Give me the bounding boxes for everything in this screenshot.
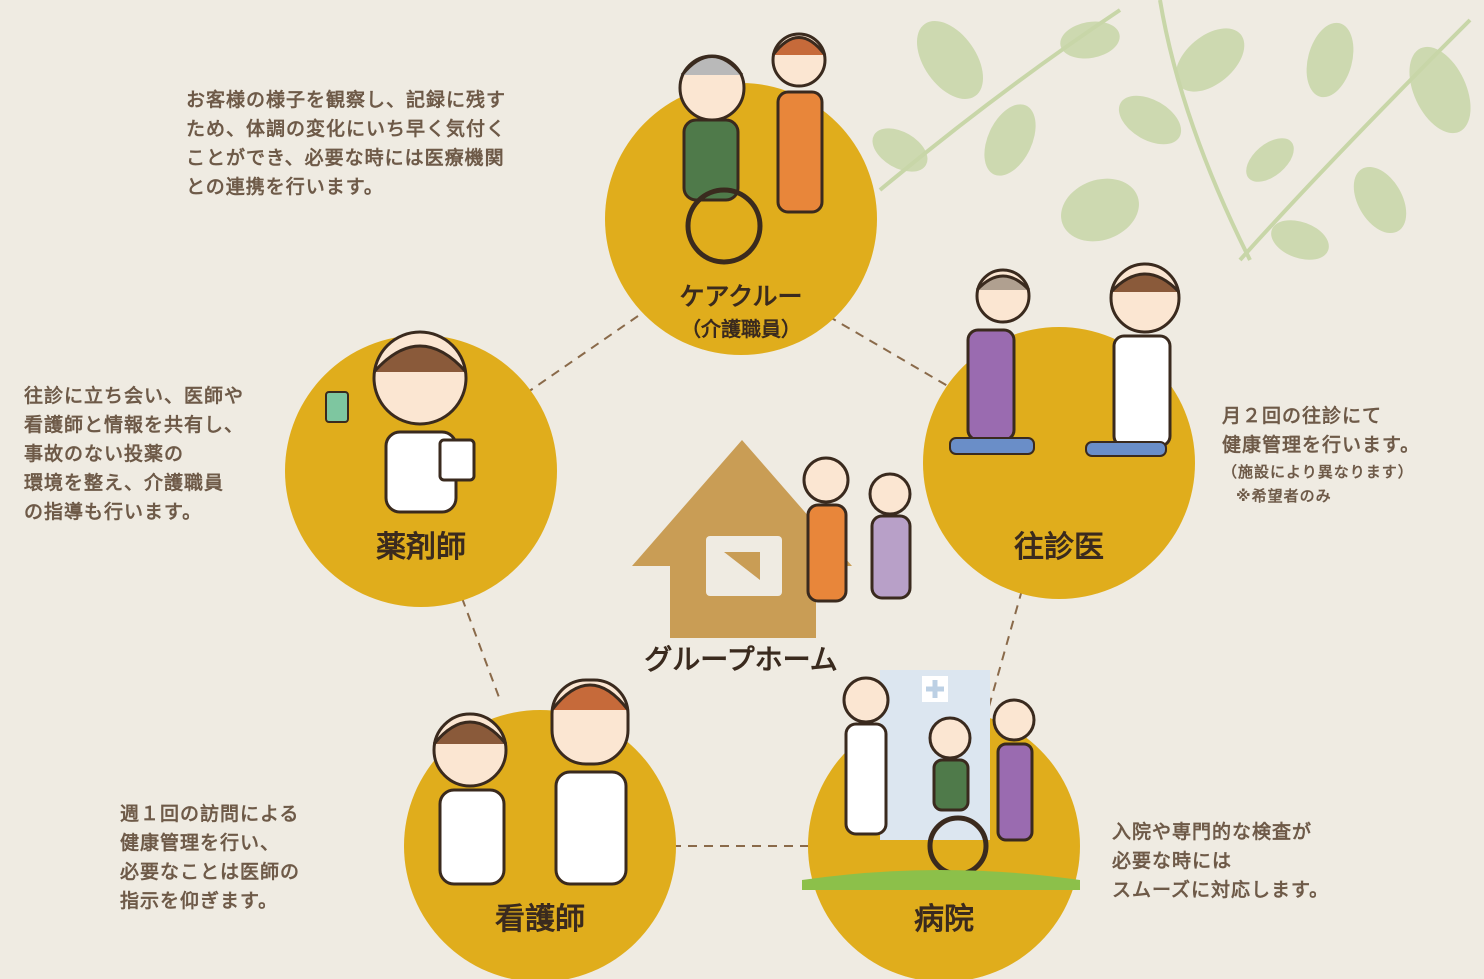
- desc-line: 健康管理を行い、: [120, 832, 281, 854]
- desc-line: との連携を行います。: [186, 176, 384, 198]
- connector-pharmacist-nurse: [461, 597, 501, 701]
- house-icon: [632, 440, 852, 638]
- connector-lines: [461, 315, 1023, 847]
- desc-line: 環境を整え、介護職員: [24, 472, 225, 494]
- center-group-home-label: グループホーム: [644, 643, 838, 676]
- node-hospital-label: 病院: [914, 902, 974, 937]
- desc-line: 健康管理を行います。: [1222, 434, 1421, 456]
- home-doctor-description: 月２回の往診にて 健康管理を行います。 （施設により異なります） ※希望者のみ: [1222, 402, 1420, 508]
- desc-line: ことができ、必要な時には医療機関: [186, 147, 505, 169]
- desc-line: 指示を仰ぎます。: [120, 890, 279, 912]
- desc-line: の指導も行います。: [24, 501, 203, 523]
- nurse-description: 週１回の訪問による 健康管理を行い、 必要なことは医師の 指示を仰ぎます。: [120, 800, 300, 916]
- node-nurse-label: 看護師: [495, 902, 585, 937]
- desc-note: （施設により異なります）: [1222, 463, 1414, 481]
- desc-line: 週１回の訪問による: [120, 803, 300, 825]
- leaf-decoration: [872, 20, 1471, 260]
- pharmacist-description: 往診に立ち会い、医師や 看護師と情報を共有し、 事故のない投薬の 環境を整え、介…: [24, 382, 244, 527]
- group-home-residents-illustration: [802, 456, 912, 603]
- desc-line: 月２回の往診にて: [1222, 405, 1383, 427]
- desc-line: 必要な時には: [1112, 850, 1233, 872]
- hospital-description: 入院や専門的な検査が 必要な時には スムーズに対応します。: [1112, 818, 1329, 905]
- pharmacist-illustration: [325, 330, 476, 514]
- connector-care-doctor: [827, 315, 959, 393]
- node-home-doctor-label: 往診医: [1014, 530, 1104, 565]
- desc-note: ※希望者のみ: [1236, 487, 1332, 505]
- connector-care-pharmacist: [527, 315, 639, 393]
- desc-line: 看護師と情報を共有し、: [24, 414, 245, 436]
- desc-line: ため、体調の変化にいち早く気付く: [186, 118, 507, 140]
- desc-line: スムーズに対応します。: [1112, 879, 1330, 901]
- connector-doctor-hospital: [987, 589, 1023, 711]
- node-care-crew-sublabel: （介護職員）: [681, 317, 801, 341]
- node-care-crew-label: ケアクルー: [679, 282, 803, 311]
- desc-line: 入院や専門的な検査が: [1112, 821, 1313, 843]
- desc-line: 事故のない投薬の: [24, 443, 185, 465]
- care-crew-description: お客様の様子を観察し、記録に残す ため、体調の変化にいち早く気付く ことができ、…: [186, 86, 506, 202]
- desc-line: 往診に立ち会い、医師や: [24, 385, 245, 407]
- desc-line: お客様の様子を観察し、記録に残す: [186, 89, 507, 111]
- home-doctor-illustration: [949, 262, 1181, 457]
- hospital-illustration: [802, 670, 1080, 890]
- node-care-crew-circle: [605, 83, 877, 355]
- care-crew-illustration: [678, 32, 827, 265]
- desc-line: 必要なことは医師の: [120, 861, 301, 883]
- leaf-stems: [878, 0, 1472, 262]
- node-pharmacist-label: 薬剤師: [376, 530, 466, 565]
- nurse-illustration: [432, 678, 630, 886]
